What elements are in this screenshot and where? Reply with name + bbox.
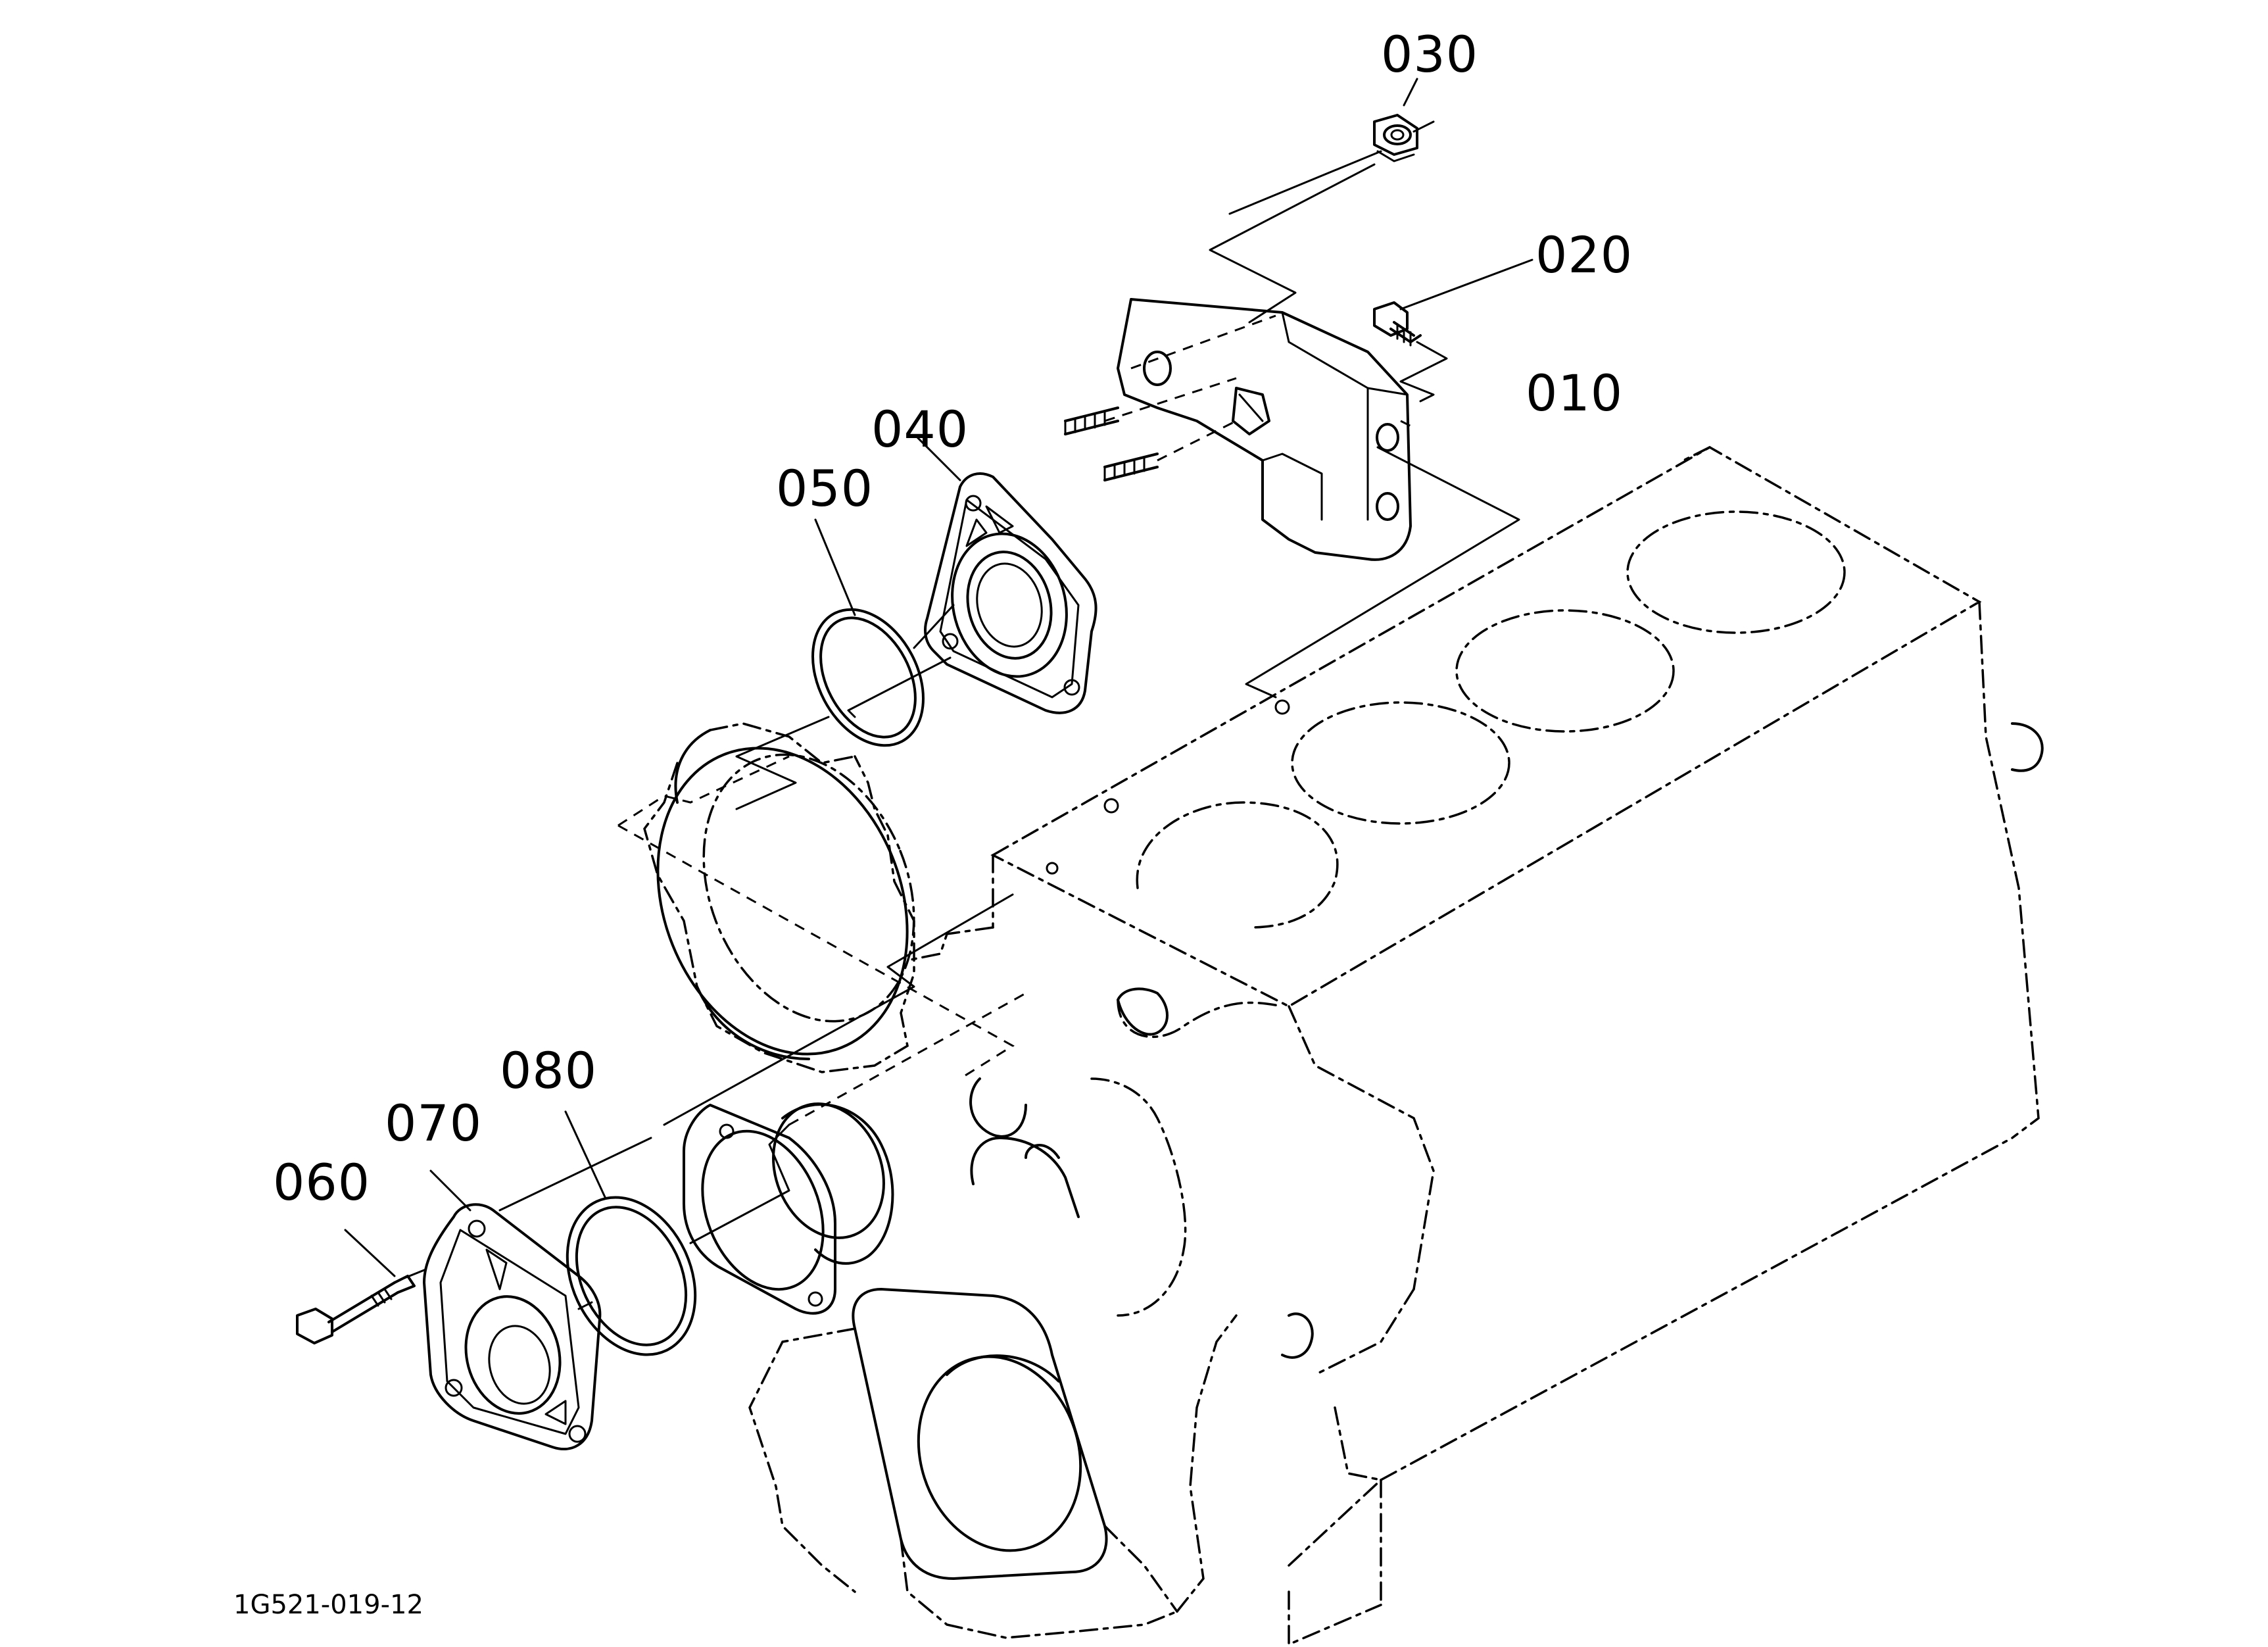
callout-040: 040 xyxy=(871,400,969,458)
part-070-cover xyxy=(423,1137,652,1451)
part-010-bracket xyxy=(1064,163,1520,699)
gear-case-bore xyxy=(656,747,909,1056)
callout-030: 030 xyxy=(1381,25,1479,84)
part-030-nut xyxy=(1228,78,1435,215)
part-050-o-ring xyxy=(617,518,1015,1080)
callout-080: 080 xyxy=(500,1041,598,1100)
callout-060: 060 xyxy=(273,1153,371,1212)
cylinder-bore-1 xyxy=(1626,510,1846,634)
callout-010: 010 xyxy=(1526,364,1624,422)
part-060-bolt xyxy=(296,1229,435,1344)
callout-050: 050 xyxy=(776,459,874,518)
callout-020: 020 xyxy=(1535,226,1633,284)
cylinder-bore-3 xyxy=(1291,701,1510,825)
part-020-bolt xyxy=(1373,258,1533,403)
callout-070: 070 xyxy=(385,1094,483,1152)
drawing-code: 1G521-019-12 xyxy=(233,1590,423,1620)
part-080-o-ring xyxy=(564,893,1026,1356)
engine-block xyxy=(643,445,2044,1646)
cylinder-bore-2 xyxy=(1455,609,1675,733)
part-040-housing xyxy=(847,436,1098,718)
